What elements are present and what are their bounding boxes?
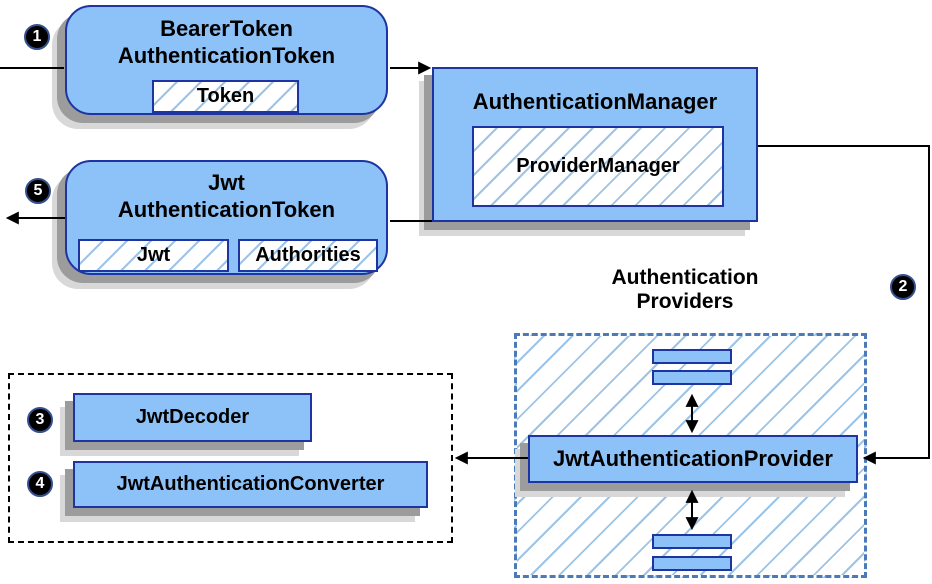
jwt-authentication-converter-node: JwtAuthenticationConverter xyxy=(73,461,428,508)
jwt-field: Jwt xyxy=(78,239,229,272)
providers-label-line2: Providers xyxy=(636,290,734,314)
jwt-token-title-line2: AuthenticationToken xyxy=(117,196,336,222)
other-provider-bar-top-1 xyxy=(652,349,732,364)
step-1-badge: 1 xyxy=(24,24,50,50)
bearer-token-title-line2: AuthenticationToken xyxy=(117,42,336,68)
bearer-token-authentication-token-node: BearerToken AuthenticationToken Token xyxy=(65,5,388,115)
token-field: Token xyxy=(152,80,299,113)
authentication-manager-title: AuthenticationManager xyxy=(472,89,718,114)
jwt-authentication-token-node: Jwt AuthenticationToken Jwt Authorities xyxy=(65,160,388,275)
provider-manager-box: ProviderManager xyxy=(472,126,724,207)
bearer-token-title-line1: BearerToken xyxy=(160,16,293,41)
authentication-manager-node: AuthenticationManager ProviderManager xyxy=(432,67,758,222)
providers-label-line1: Authentication xyxy=(611,266,759,289)
authentication-providers-label: Authentication Providers xyxy=(545,266,825,314)
step-2-badge: 2 xyxy=(890,274,916,300)
other-provider-bar-bottom-2 xyxy=(652,556,732,571)
step-3-badge: 3 xyxy=(27,407,53,433)
step-5-badge: 5 xyxy=(25,178,51,204)
other-provider-bar-bottom-1 xyxy=(652,534,732,549)
authorities-field: Authorities xyxy=(238,239,378,272)
jwt-authentication-provider-node: JwtAuthenticationProvider xyxy=(528,435,858,483)
step-4-badge: 4 xyxy=(27,471,53,497)
jwt-decoder-node: JwtDecoder xyxy=(73,393,312,442)
jwt-token-title-line1: Jwt xyxy=(208,170,245,195)
other-provider-bar-top-2 xyxy=(652,370,732,385)
